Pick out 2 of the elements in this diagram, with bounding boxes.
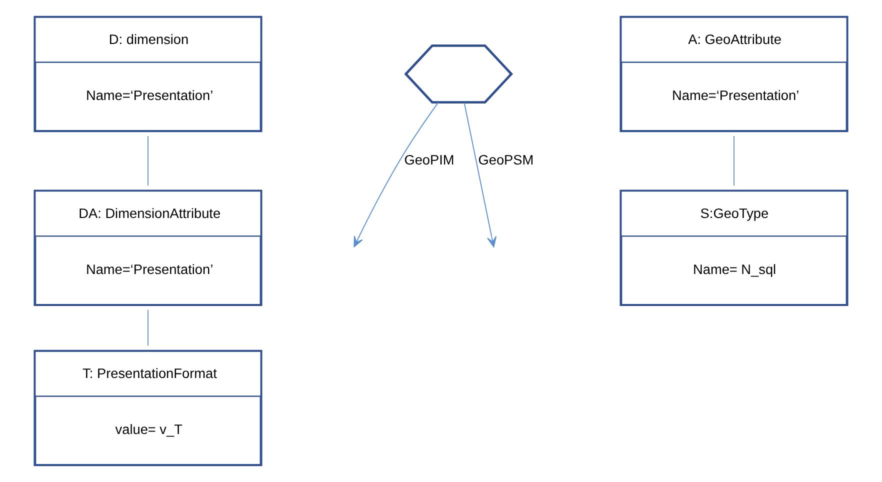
edge-label: GeoPSM — [478, 152, 534, 168]
edge-label: GeoPIM — [404, 152, 454, 168]
